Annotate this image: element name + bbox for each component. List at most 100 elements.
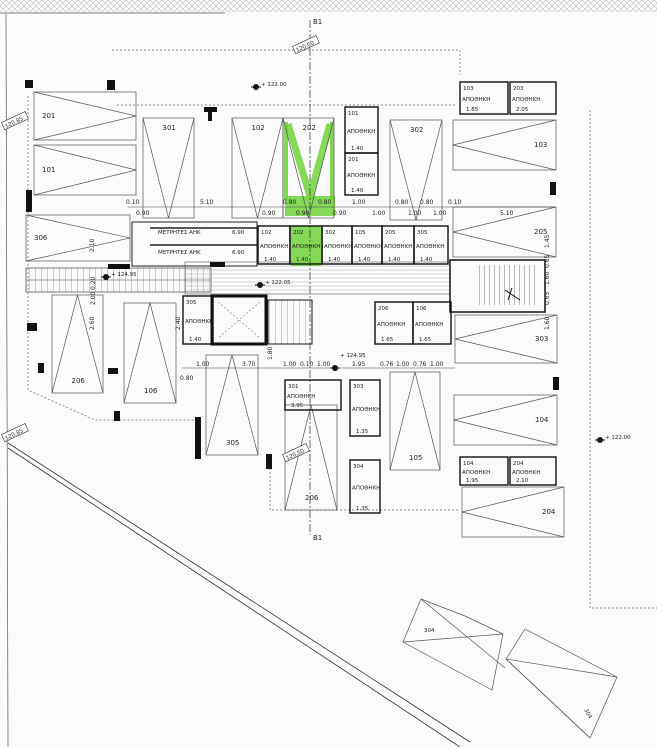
parking-label: 202 bbox=[303, 124, 316, 132]
storage-label: ΑΠΟΘΗΚΗ bbox=[292, 244, 320, 250]
dimension-label: 1.45 bbox=[544, 234, 551, 248]
elevation-value: + 124.95 bbox=[340, 353, 366, 359]
storage-unit-number: 205 bbox=[385, 230, 396, 236]
storage-size: 2.05 bbox=[516, 107, 529, 113]
storage-label: ΑΠΟΘΗΚΗ bbox=[512, 97, 540, 103]
storage-label: ΑΠΟΘΗΚΗ bbox=[384, 244, 412, 250]
meters-size: 6.90 bbox=[232, 250, 245, 256]
storage-label: ΑΠΟΘΗΚΗ bbox=[462, 97, 490, 103]
parking-label: 305 bbox=[226, 439, 239, 447]
parking-space[interactable]: 103 bbox=[452, 119, 557, 171]
parking-label: 206 bbox=[72, 377, 86, 385]
elevator-shaft bbox=[210, 294, 268, 346]
storage-unit-number: 202 bbox=[293, 230, 304, 236]
dimension-label: 1.00 bbox=[196, 361, 210, 368]
storage-size: 1.85 bbox=[466, 107, 479, 113]
site-hatch bbox=[0, 0, 657, 12]
dimension-label: 1.95 bbox=[352, 361, 366, 368]
parking-space[interactable]: 104 bbox=[453, 394, 558, 446]
storage-unit-number: 302 bbox=[325, 230, 336, 236]
parking-space[interactable]: 201 bbox=[33, 91, 137, 141]
parking-space-slanted[interactable]: 304 bbox=[505, 628, 618, 739]
road-edge bbox=[7, 442, 471, 743]
stairwell bbox=[449, 259, 546, 313]
storage-unit-number: 305 bbox=[186, 300, 197, 306]
storage-size: 3.95 bbox=[291, 403, 304, 409]
boundary-tag: 120.85 bbox=[1, 423, 29, 443]
elevation-marker: + 124.95 bbox=[330, 353, 366, 371]
parking-label: 301 bbox=[163, 124, 176, 132]
parking-space[interactable]: 204 bbox=[461, 486, 565, 538]
dimension-label: 0.65 bbox=[544, 254, 551, 268]
dimension-label: 3.70 bbox=[242, 361, 256, 368]
dimension-label: 0.20 bbox=[90, 276, 97, 290]
storage-label: ΑΠΟΘΗΚΗ bbox=[347, 173, 375, 179]
storage-unit-number: 201 bbox=[348, 157, 359, 163]
dimension-label: 1.80 bbox=[267, 346, 274, 360]
storage-label: ΑΠΟΘΗΚΗ bbox=[287, 394, 315, 400]
parking-space[interactable]: 105 bbox=[389, 371, 441, 471]
parking-label: 303 bbox=[535, 335, 548, 343]
site-boundary bbox=[5, 13, 9, 747]
dimension-label: 2.10 bbox=[89, 238, 96, 252]
parking-space[interactable]: 101 bbox=[33, 144, 137, 196]
boundary-tag: 120.85 bbox=[1, 111, 29, 131]
dimension-label: 0.90 bbox=[262, 210, 276, 217]
storage-label: ΑΠΟΘΗΚΗ bbox=[415, 322, 443, 328]
boundary-tag: 120.50 bbox=[282, 443, 310, 463]
storage-unit-number: 304 bbox=[353, 464, 364, 470]
storage-label: ΑΠΟΘΗΚΗ bbox=[352, 486, 380, 492]
parking-space-slanted[interactable]: 304 bbox=[402, 598, 506, 691]
storage-unit-number: 103 bbox=[463, 86, 474, 92]
dimension-label: 1.00 bbox=[433, 210, 447, 217]
parking-label: 302 bbox=[410, 126, 423, 134]
meters-label: ΜΕΤΡΗΤΕΣ ΑΗΚ bbox=[158, 230, 201, 236]
parking-space[interactable]: 102 bbox=[231, 117, 284, 219]
storage-label: ΑΠΟΘΗΚΗ bbox=[347, 129, 375, 135]
storage-label: ΑΠΟΘΗΚΗ bbox=[512, 470, 540, 476]
storage-unit-number: 203 bbox=[513, 86, 524, 92]
storage-unit-number: 104 bbox=[463, 461, 474, 467]
parking-space[interactable]: 106 bbox=[123, 301, 177, 404]
dimension-label: 0.76 bbox=[413, 361, 427, 368]
parking-space[interactable]: 302 bbox=[389, 119, 443, 222]
storage-size: 1.40 bbox=[351, 188, 364, 194]
parking-space[interactable]: 306 bbox=[25, 214, 131, 262]
dimension-label: 1.60 bbox=[544, 271, 551, 285]
parking-space[interactable]: 301 bbox=[142, 117, 195, 219]
storage-label: ΑΠΟΘΗΚΗ bbox=[354, 244, 382, 250]
parking-label: 105 bbox=[409, 454, 422, 462]
dimension-label: 1.00 bbox=[372, 210, 386, 217]
parking-label: 102 bbox=[252, 124, 265, 132]
meters-room bbox=[131, 221, 258, 267]
property-line bbox=[589, 110, 657, 609]
storage-size: 1.95 bbox=[466, 478, 479, 484]
parking-space[interactable]: 305 bbox=[205, 353, 259, 456]
parking-label: 106 bbox=[144, 387, 158, 395]
section-marker-bottom: B1 bbox=[313, 534, 322, 542]
dimension-label: 0.80 bbox=[283, 199, 297, 206]
parking-space[interactable]: 202 bbox=[282, 117, 335, 219]
highlighted-parking-202[interactable] bbox=[284, 122, 335, 266]
storage-unit-number: 204 bbox=[513, 461, 524, 467]
parking-space[interactable]: 206 bbox=[51, 293, 104, 394]
dimension-label: 1.00 bbox=[283, 361, 297, 368]
parking-space[interactable]: 303 bbox=[454, 314, 558, 364]
